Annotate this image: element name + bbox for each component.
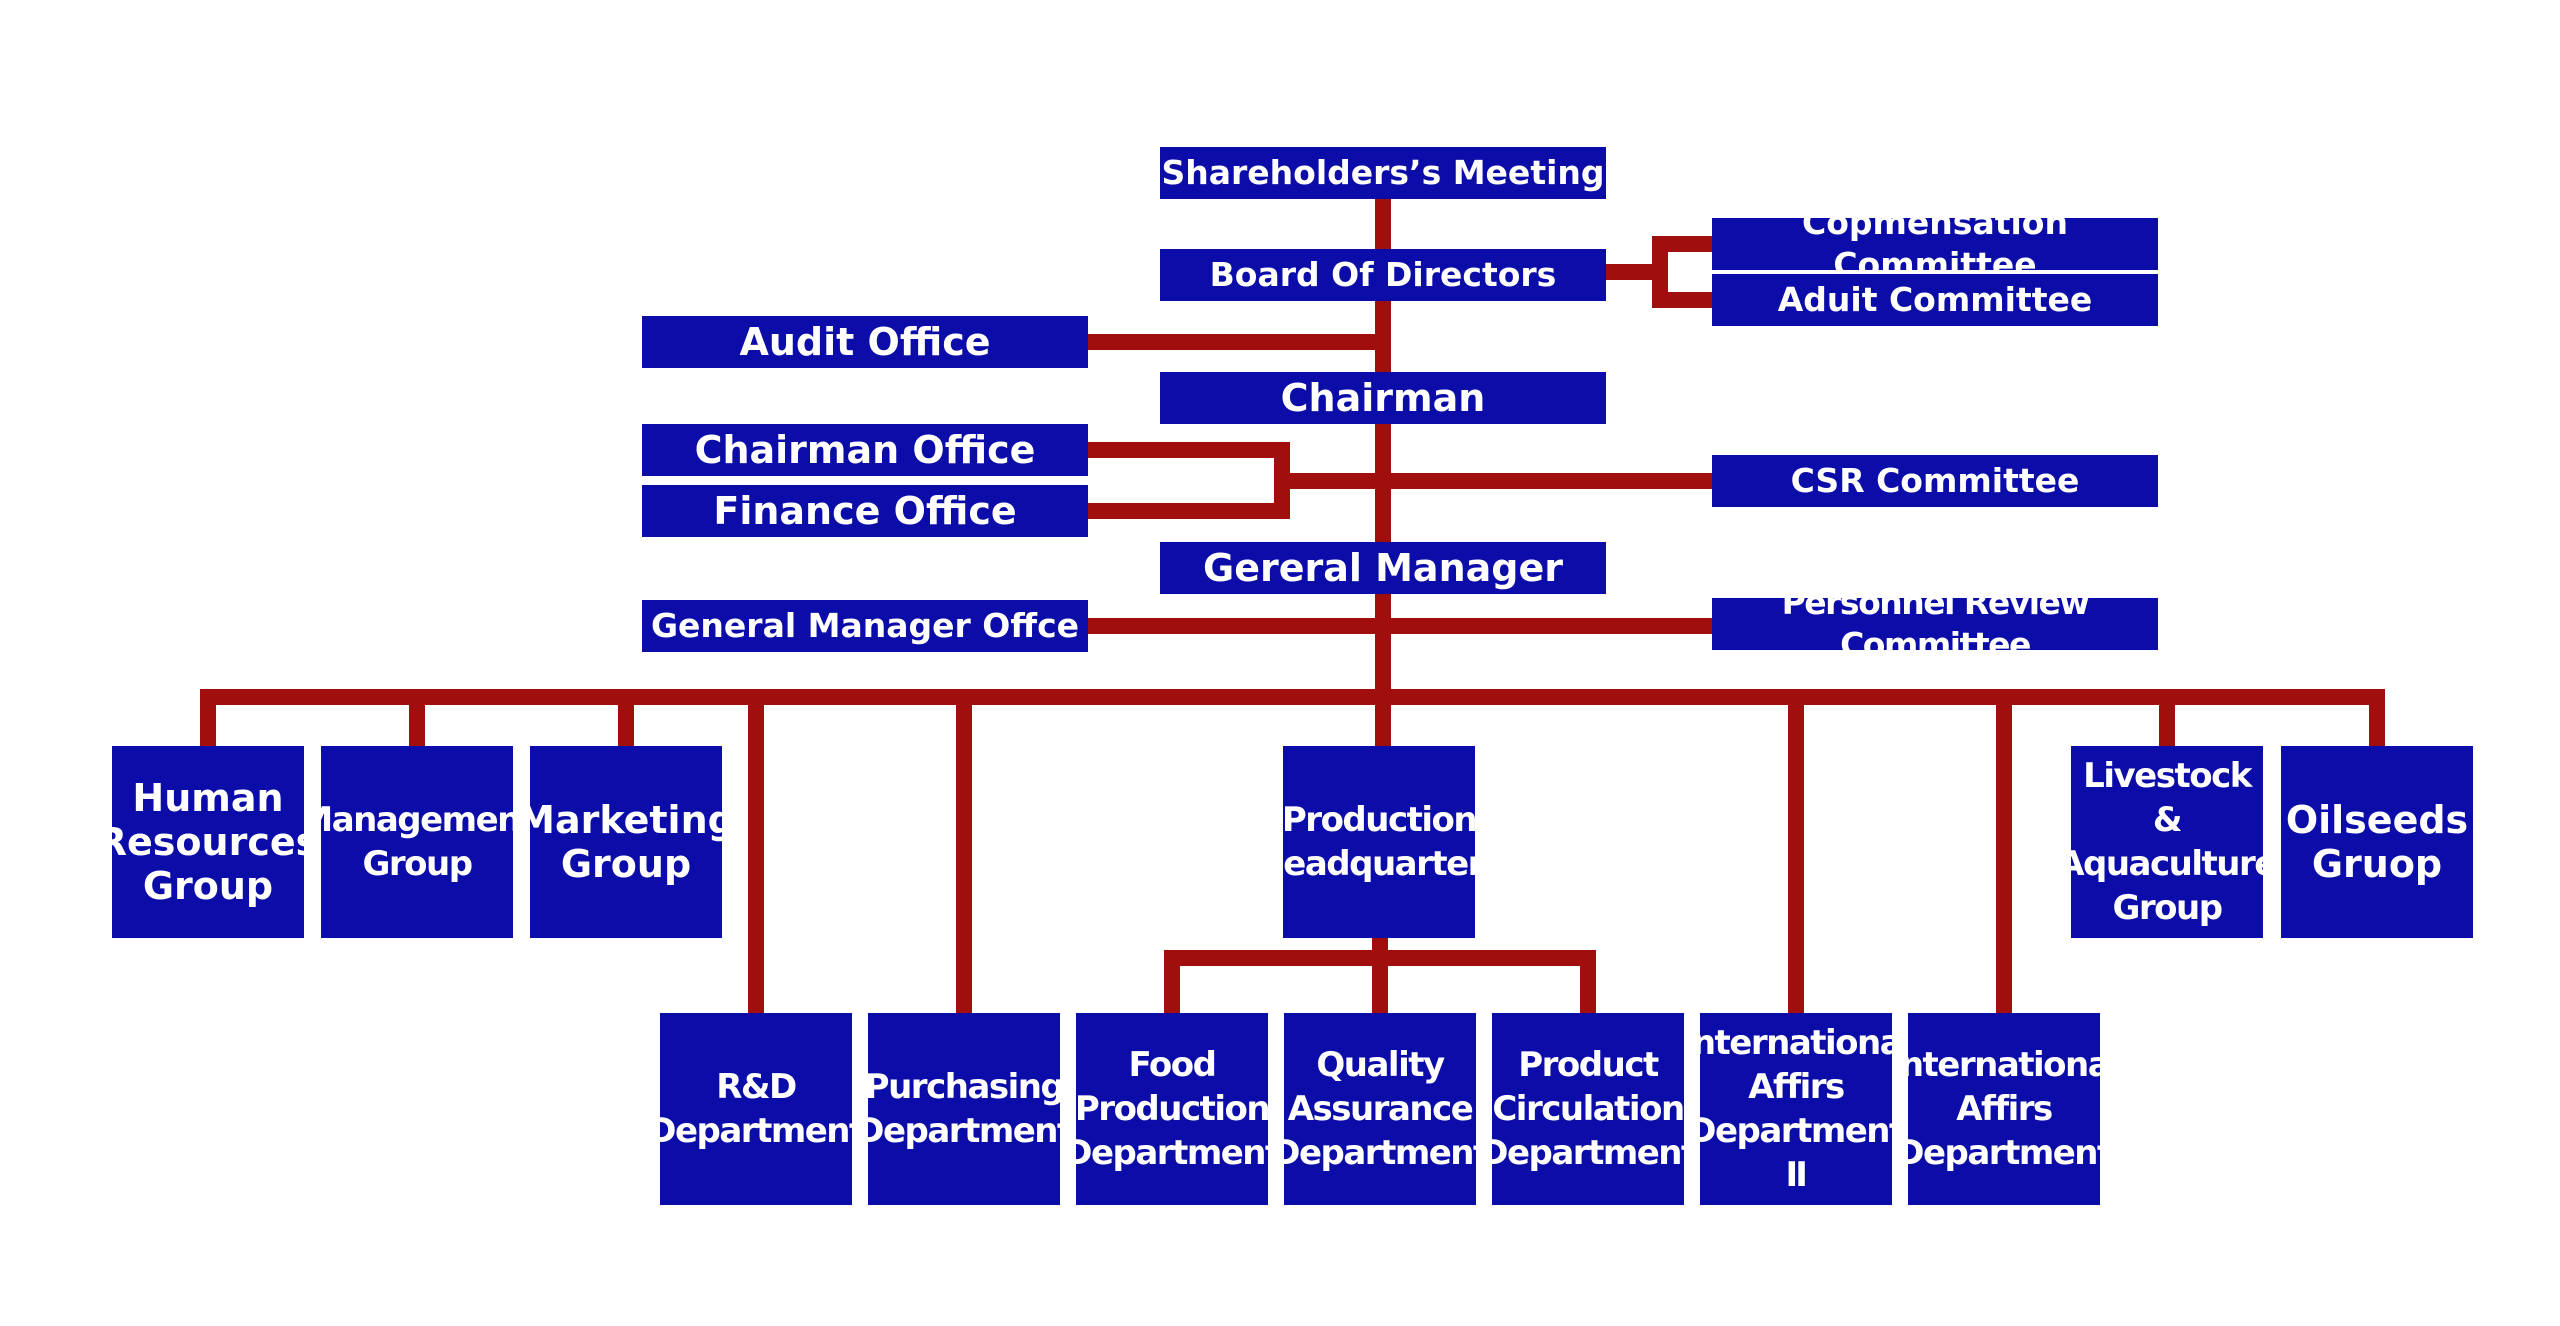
chairman-office-box: Chairman Office — [642, 424, 1088, 476]
csr-committee-box: CSR Committee — [1712, 455, 2158, 507]
purchasing-department-box: Purchasing Department — [868, 1013, 1060, 1205]
rd-department-box: R&D Department — [660, 1013, 852, 1205]
production-headquarters-box: Production Headquarters — [1283, 746, 1475, 938]
board-of-directors-box: Board Of Directors — [1160, 249, 1606, 301]
oilseeds-group-box: Oilseeds Gruop — [2281, 746, 2473, 938]
livestock-aquaculture-group-box: Livestock & Aquaculture Group — [2071, 746, 2263, 938]
finance-office-box: Finance Office — [642, 485, 1088, 537]
marketing-group-box: Marketing Group — [530, 746, 722, 938]
chairman-box: Chairman — [1160, 372, 1606, 424]
management-group-box: Management Group — [321, 746, 513, 938]
human-resources-group-box: Human Resources Group — [112, 746, 304, 938]
food-production-department-box: Food Production Department — [1076, 1013, 1268, 1205]
international-affairs-department-box: International Affirs Department — [1908, 1013, 2100, 1205]
product-circulation-department-box: Product Circulation Department — [1492, 1013, 1684, 1205]
quality-assurance-department-box: Quality Assurance Department — [1284, 1013, 1476, 1205]
audit-committee-box: Aduit Committee — [1712, 274, 2158, 326]
general-manager-box: Gereral Manager — [1160, 542, 1606, 594]
shareholders-meeting-box: Shareholders’s Meeting — [1160, 147, 1606, 199]
general-manager-office-box: General Manager Offce — [642, 600, 1088, 652]
compensation-committee-box: Copmensation Committee — [1712, 218, 2158, 270]
international-affairs-department-ii-box: International Affirs Department Ⅱ — [1700, 1013, 1892, 1205]
audit-office-box: Audit Office — [642, 316, 1088, 368]
personnel-review-committee-box: Personnel Review Committee — [1712, 598, 2158, 650]
